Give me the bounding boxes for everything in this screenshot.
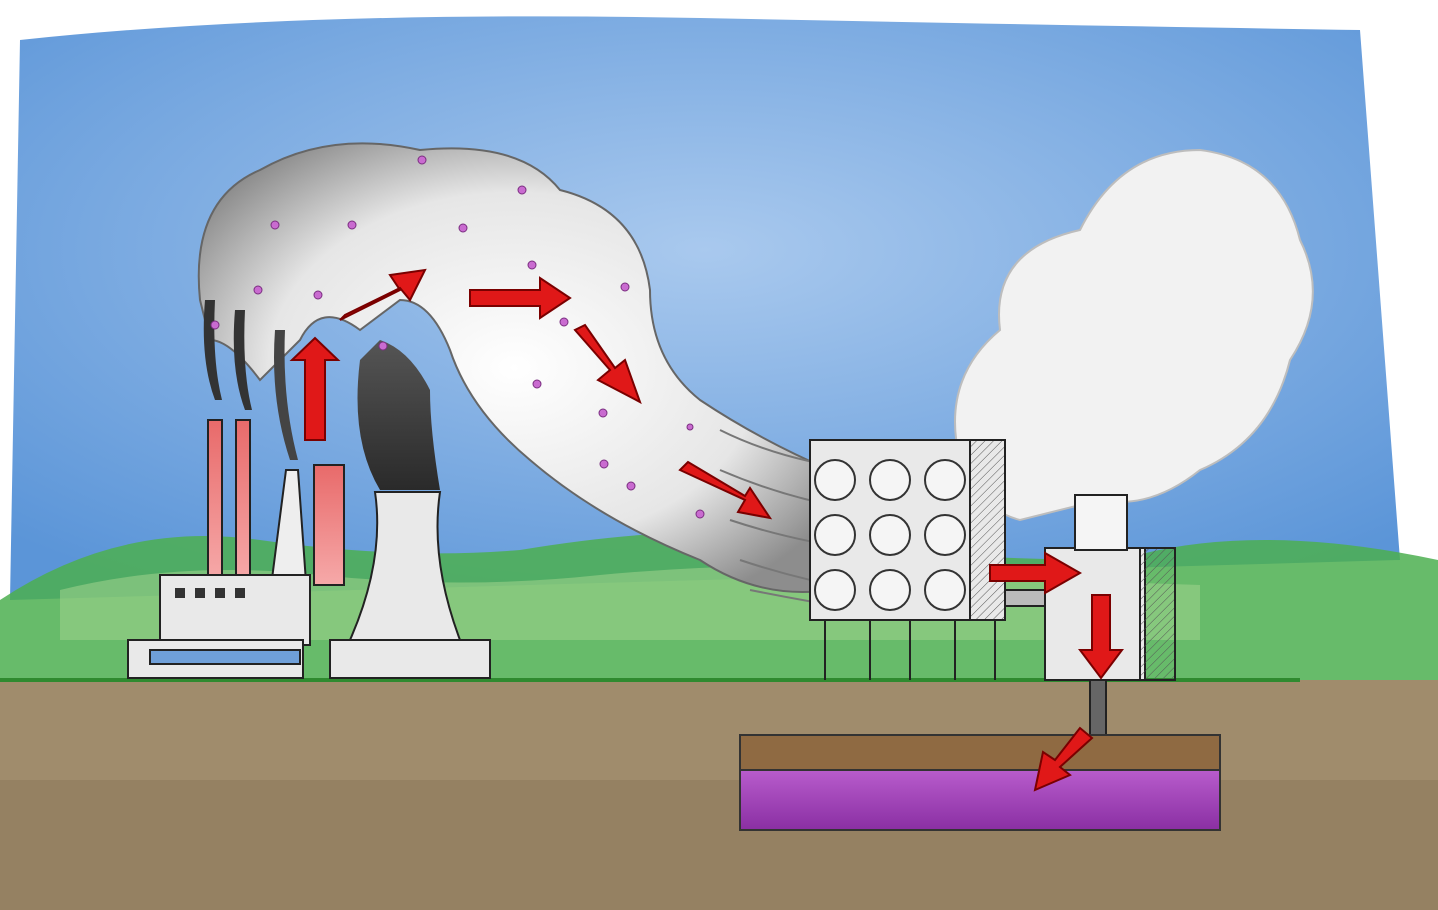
chimney [313,464,345,586]
chimney [235,419,251,581]
arrow-icon [289,268,1124,792]
main-building [159,574,311,646]
annex-building [329,639,491,679]
window-strip [149,649,301,665]
underground-storage [739,734,1221,831]
co2-particles [210,155,705,519]
pipe [1004,589,1051,607]
power-plant [127,419,491,679]
air-capture-unit [809,439,1006,680]
chimney [207,419,223,581]
ground-shade [0,780,1438,910]
fan-icon [814,459,966,611]
clean-air-cloud [954,148,1314,522]
